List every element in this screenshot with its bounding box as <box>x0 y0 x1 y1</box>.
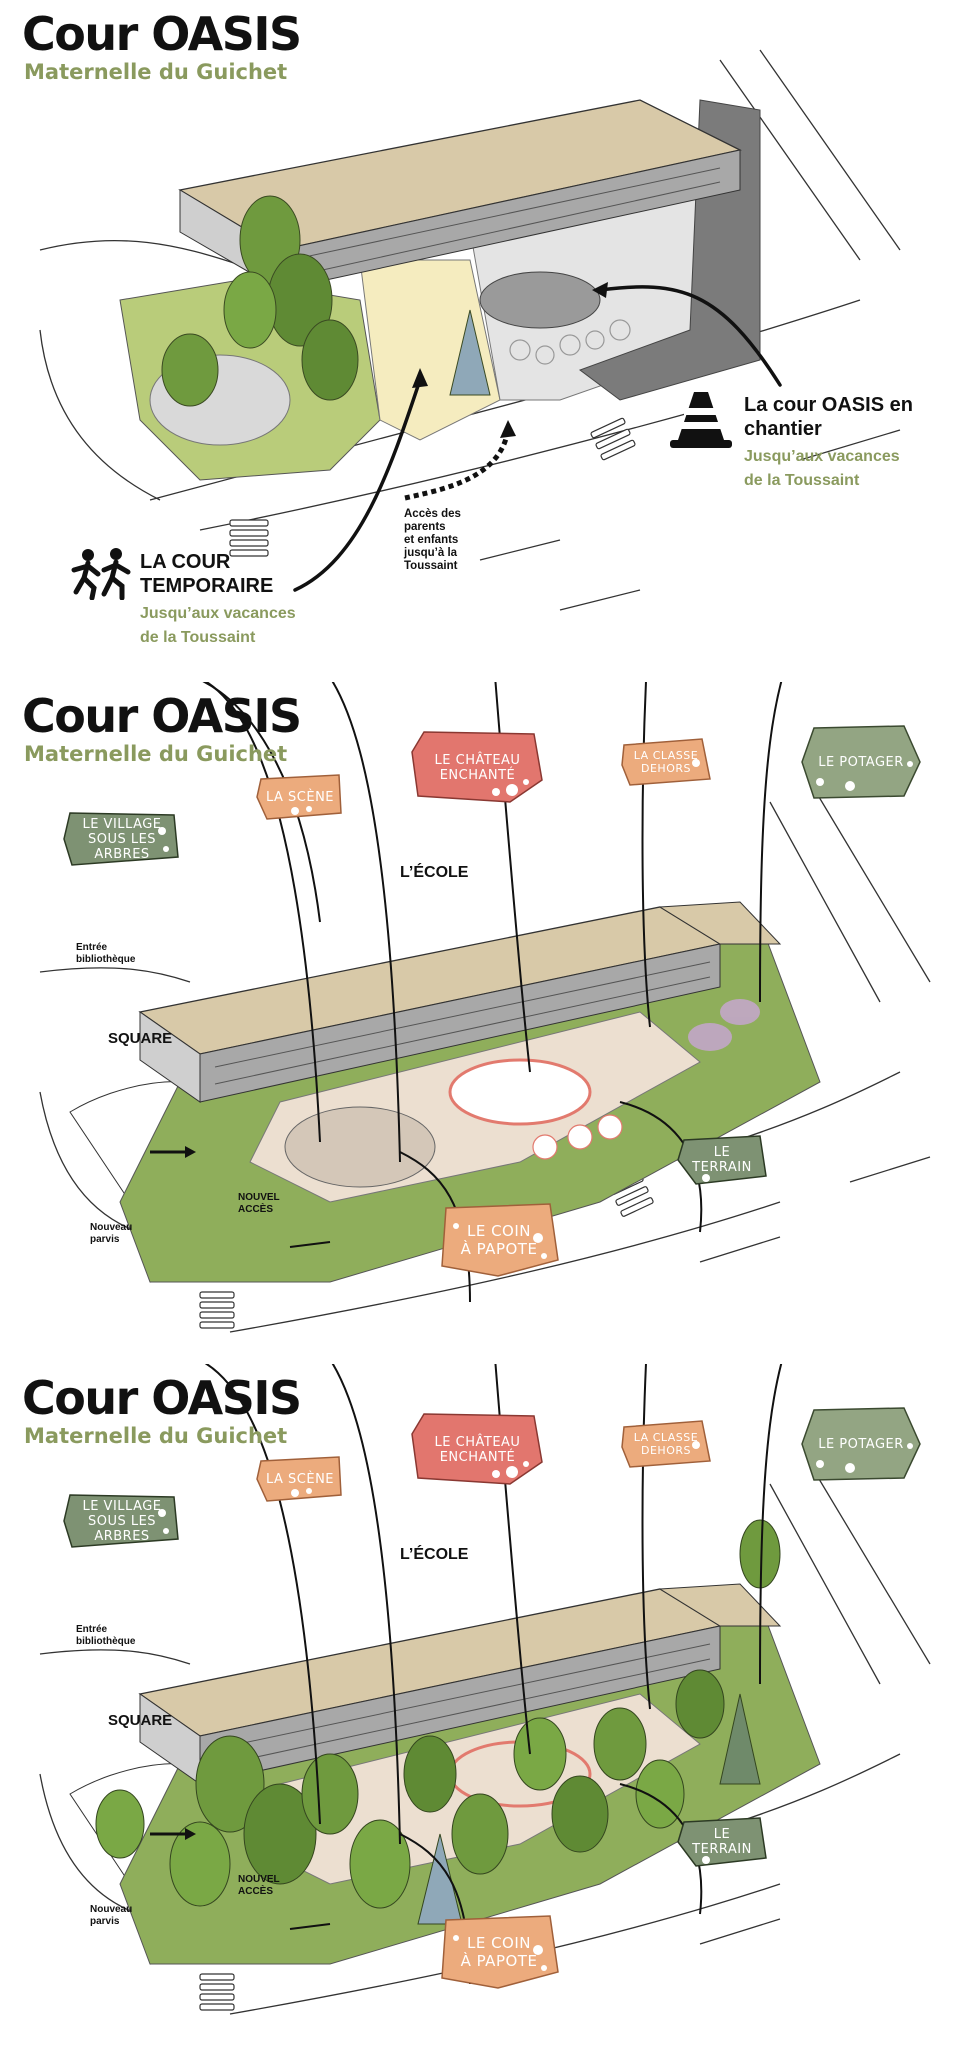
nouvel-acces-line-1: NOUVEL <box>238 1192 280 1203</box>
chantier-sub-1: Jusqu’aux vacances <box>744 448 900 465</box>
page-title: Cour OASIS <box>22 1371 302 1425</box>
page-title: Cour OASIS <box>22 7 302 61</box>
traffic-cone-icon <box>670 392 732 448</box>
parvis-line-2: parvis <box>90 1234 120 1245</box>
square-label: SQUARE <box>108 1712 173 1729</box>
chantier-line-2: chantier <box>744 418 822 440</box>
page-title: Cour OASIS <box>22 689 302 743</box>
ecole-label: L’ÉCOLE <box>400 864 469 881</box>
label-scene: LA SCÈNE <box>255 773 345 821</box>
panel-project-plan: Cour OASIS Maternelle du Guichet L’ÉCOLE… <box>0 682 962 1364</box>
acces-line-5: Toussaint <box>404 560 458 572</box>
ecole-label: L’ÉCOLE <box>400 1546 469 1563</box>
acces-line-3: et enfants <box>404 534 459 546</box>
temporaire-sub-1: Jusqu’aux vacances <box>140 605 296 622</box>
nouvel-acces-line-1: NOUVEL <box>238 1874 280 1885</box>
site-illustration-future <box>39 1364 931 2015</box>
page-subtitle: Maternelle du Guichet <box>24 1424 288 1448</box>
entree-line-2: bibliothèque <box>76 954 136 965</box>
label-scene: LA SCÈNE <box>255 1455 345 1503</box>
chantier-sub-2: de la Toussaint <box>744 472 860 489</box>
parvis-line-1: Nouveau <box>90 1222 133 1233</box>
entree-line-2: bibliothèque <box>76 1636 136 1647</box>
nouvel-acces-line-2: ACCÈS <box>238 1204 274 1215</box>
entree-line-1: Entrée <box>76 1624 108 1635</box>
chantier-line-1: La cour OASIS en <box>744 394 913 416</box>
acces-line-1: Accès des <box>404 508 461 520</box>
parvis-line-1: Nouveau <box>90 1904 133 1915</box>
page-subtitle: Maternelle du Guichet <box>24 742 288 766</box>
panel-current-works: Cour OASIS Maternelle du Guichet La cour… <box>0 0 962 682</box>
temporaire-line-2: TEMPORAIRE <box>140 575 274 597</box>
parvis-line-2: parvis <box>90 1916 120 1927</box>
entree-line-1: Entrée <box>76 942 108 953</box>
site-illustration-works <box>39 49 901 611</box>
acces-line-4: jusqu’à la <box>404 547 458 559</box>
panel-future-trees: Cour OASIS Maternelle du Guichet L’ÉCOLE… <box>0 1364 962 2046</box>
nouvel-acces-line-2: ACCÈS <box>238 1886 274 1897</box>
running-children-icon <box>71 548 131 600</box>
label-terrain: LE TERRAIN <box>676 1134 768 1186</box>
square-label: SQUARE <box>108 1030 173 1047</box>
label-terrain: LE TERRAIN <box>676 1816 768 1868</box>
temporaire-line-1: LA COUR <box>140 551 231 573</box>
temporaire-sub-2: de la Toussaint <box>140 629 256 646</box>
label-potager: LE POTAGER <box>800 1406 922 1482</box>
label-potager: LE POTAGER <box>800 724 922 800</box>
acces-line-2: parents <box>404 521 446 533</box>
page-subtitle: Maternelle du Guichet <box>24 60 288 84</box>
